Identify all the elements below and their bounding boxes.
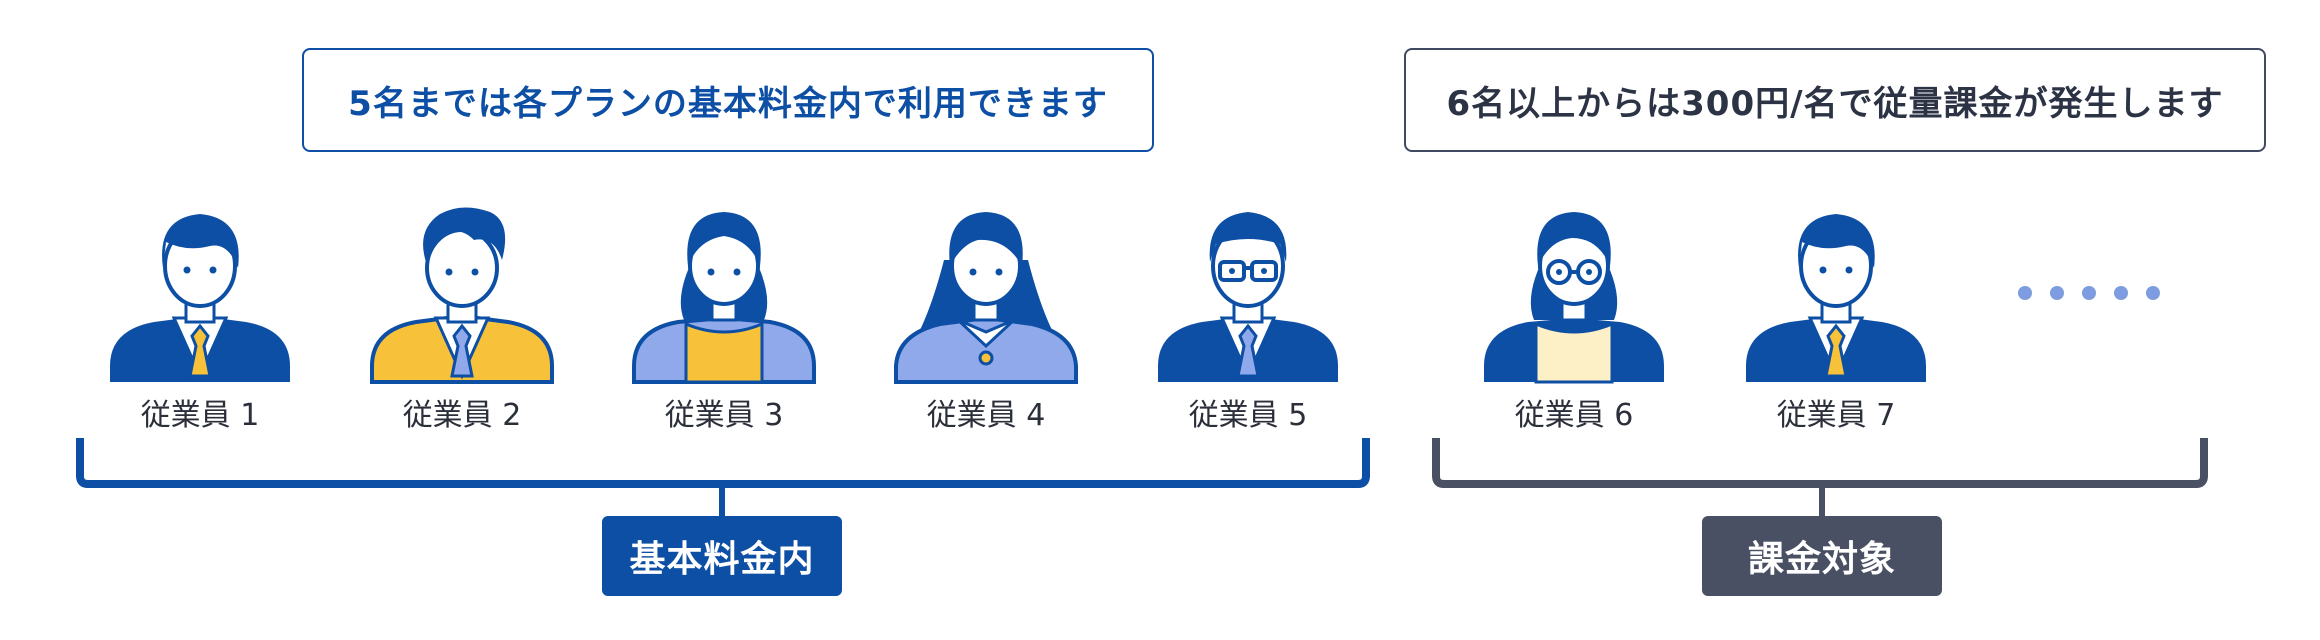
included-callout: 5名までは各プランの基本料金内で利用できます bbox=[302, 48, 1154, 152]
employee-6: 従業員 6 bbox=[1474, 200, 1674, 440]
employee-5: 従業員 5 bbox=[1148, 200, 1348, 440]
charged-group-label: 課金対象 bbox=[1702, 516, 1942, 596]
man-suit-icon bbox=[1746, 214, 1926, 382]
employee-4: 従業員 4 bbox=[886, 200, 1086, 440]
ellipsis-dot bbox=[2146, 286, 2160, 300]
employee-label: 従業員 1 bbox=[140, 398, 260, 433]
employee-3: 従業員 3 bbox=[624, 200, 824, 440]
charged-callout-text: 6名以上からは300円/名で従量課金が発生します bbox=[1446, 83, 2224, 124]
man-suit-icon bbox=[110, 214, 290, 382]
woman-short-hair-icon bbox=[632, 212, 816, 384]
employee-label: 従業員 7 bbox=[1776, 398, 1896, 433]
employee-label: 従業員 3 bbox=[664, 398, 784, 433]
charged-group-text: 課金対象 bbox=[1747, 539, 1896, 580]
woman-glasses-icon bbox=[1484, 212, 1664, 384]
charged-callout: 6名以上からは300円/名で従量課金が発生します bbox=[1404, 48, 2266, 152]
man-glasses-icon bbox=[1158, 212, 1338, 382]
charged-bracket bbox=[1432, 438, 2208, 488]
employee-label: 従業員 6 bbox=[1514, 398, 1634, 433]
included-group-text: 基本料金内 bbox=[629, 539, 815, 580]
employee-label: 従業員 2 bbox=[402, 398, 522, 433]
included-group-label: 基本料金内 bbox=[602, 516, 842, 596]
included-callout-text: 5名までは各プランの基本料金内で利用できます bbox=[348, 83, 1108, 124]
included-bracket bbox=[76, 438, 1370, 488]
ellipsis-dot bbox=[2082, 286, 2096, 300]
ellipsis-dot bbox=[2114, 286, 2128, 300]
man-yellow-jacket-icon bbox=[370, 207, 554, 384]
woman-long-hair-icon bbox=[894, 212, 1078, 384]
employee-1: 従業員 1 bbox=[100, 200, 300, 440]
employee-2: 従業員 2 bbox=[362, 200, 562, 440]
more-employees-ellipsis bbox=[2018, 286, 2160, 302]
ellipsis-dot bbox=[2018, 286, 2032, 300]
employee-7: 従業員 7 bbox=[1736, 200, 1936, 440]
employee-label: 従業員 4 bbox=[926, 398, 1046, 433]
employee-label: 従業員 5 bbox=[1188, 398, 1308, 433]
ellipsis-dot bbox=[2050, 286, 2064, 300]
